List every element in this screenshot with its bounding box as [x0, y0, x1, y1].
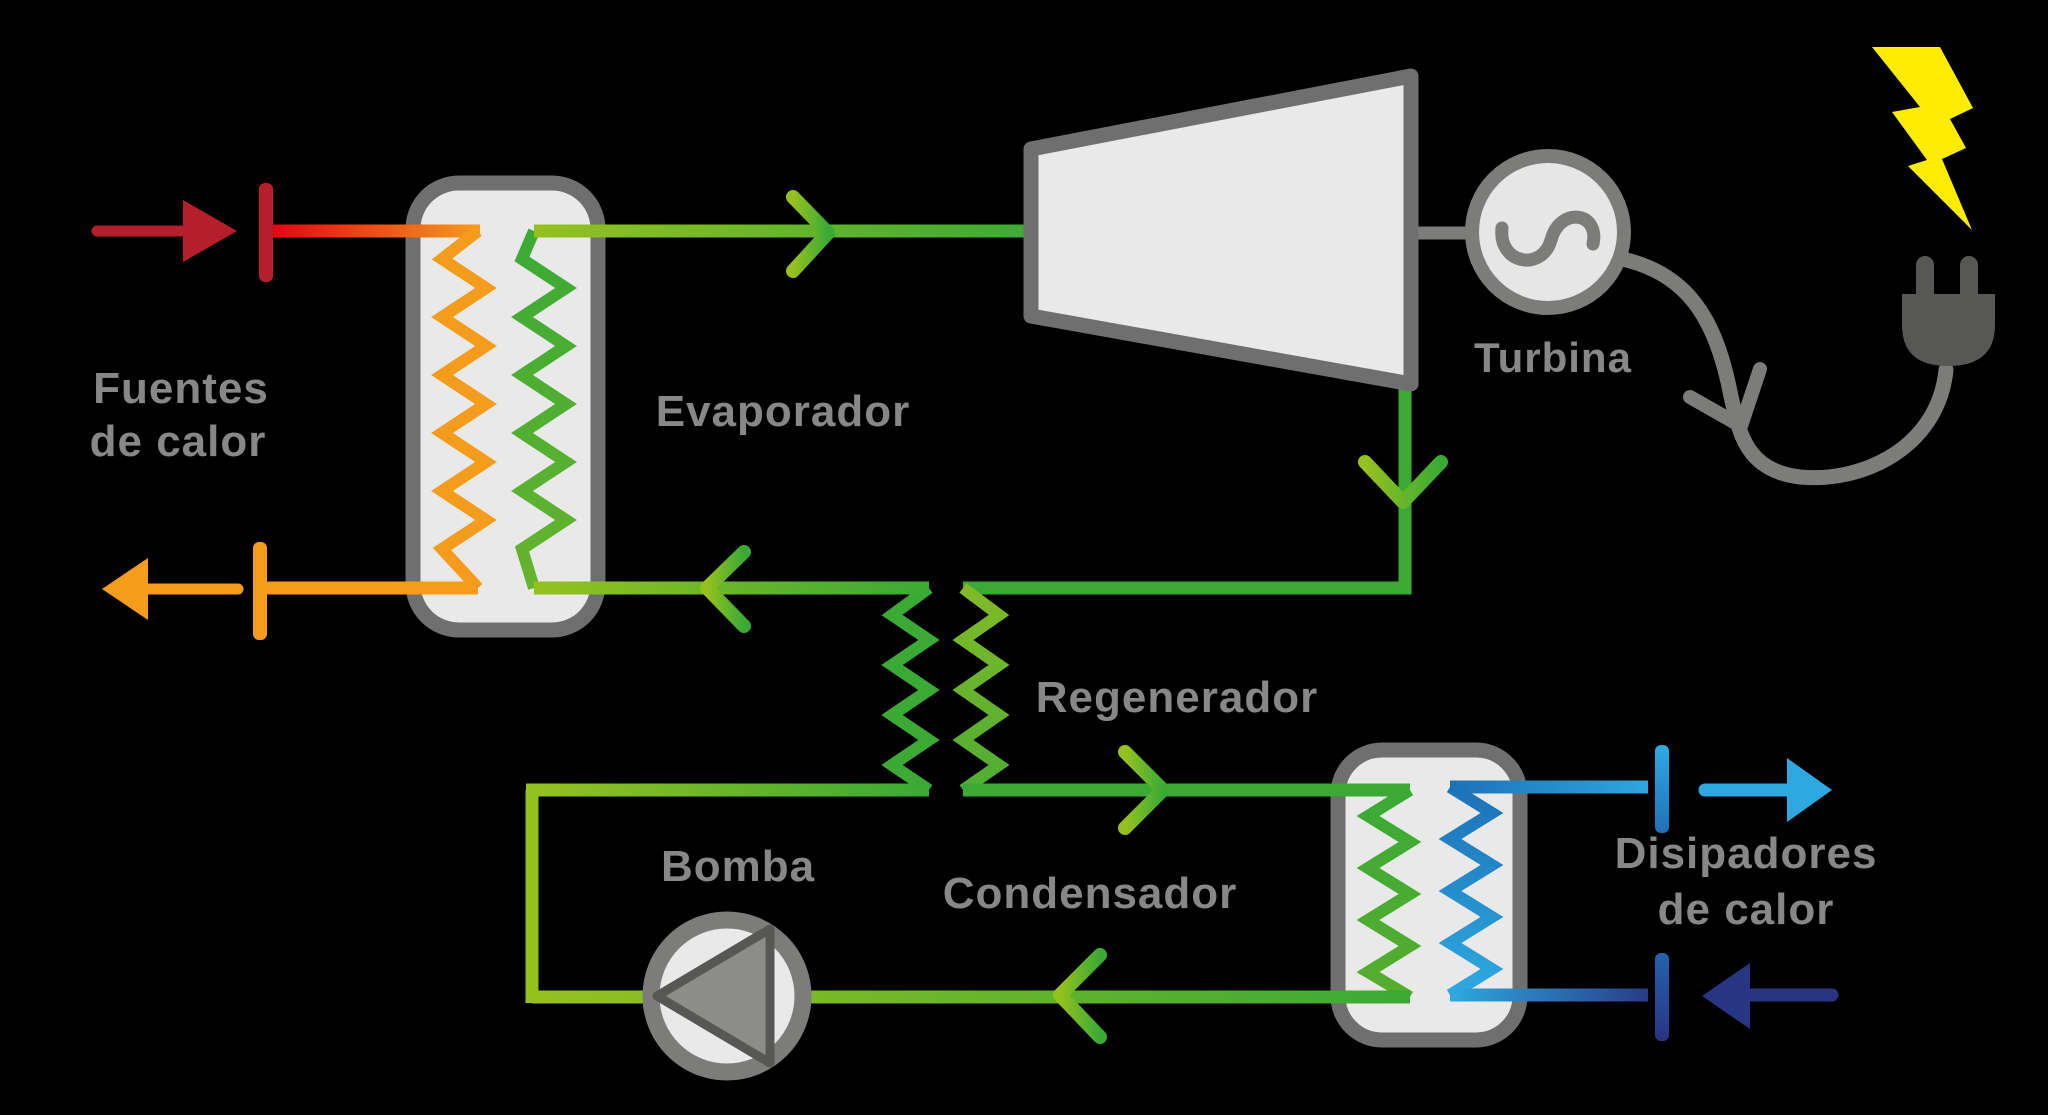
heat-source-label-line1: Fuentes	[93, 364, 269, 413]
heat-sink-circuit	[1438, 745, 1839, 1041]
flow-arrow-down-icon	[1358, 455, 1448, 509]
flow-arrow-to-evaporator-icon	[700, 545, 751, 633]
pump	[642, 911, 812, 1081]
cooling-out-boundary-tick	[1655, 745, 1669, 833]
power-plug-icon	[1902, 256, 1995, 366]
flow-arrow-to-pump-icon	[1053, 948, 1107, 1044]
turbine-body	[1023, 68, 1419, 392]
heat-in-boundary-tick	[259, 183, 273, 282]
power-flow-arrow-icon	[1683, 362, 1767, 433]
plug-prong-left	[1916, 256, 1934, 302]
cooling-in-arrowhead-icon	[1702, 963, 1750, 1029]
regenerator-hot-coil	[952, 583, 1010, 795]
pump-impeller-icon	[652, 924, 775, 1068]
turbine-label: Turbina	[1474, 334, 1632, 381]
heat-out-boundary-tick	[253, 542, 267, 640]
evaporator-hot-coil	[431, 226, 497, 593]
heat-source-label-line2: de calor	[90, 417, 267, 466]
heat-sink-label-line1: Disipadores	[1615, 829, 1878, 878]
heat-in-arrowhead-icon	[183, 200, 237, 262]
heat-source-outlet	[102, 542, 478, 640]
generator-sine-icon	[1495, 210, 1601, 267]
flow-arrow-to-condenser-icon	[1118, 745, 1170, 835]
heat-out-arrowhead-icon	[102, 558, 148, 620]
lightning-bolt-icon	[1872, 47, 1973, 230]
heat-sink-label-line2: de calor	[1658, 885, 1835, 934]
evaporator-working-fluid-coil	[511, 228, 577, 590]
flow-arrow-to-turbine-icon	[786, 190, 835, 278]
regenerator-label: Regenerador	[1036, 673, 1318, 722]
generator	[1465, 149, 1631, 315]
pipe-turbine-exhaust	[963, 380, 1412, 595]
cooling-out-arrowhead-icon	[1787, 758, 1832, 822]
cooling-in-boundary-tick	[1655, 953, 1669, 1041]
electricity-output	[1872, 47, 1995, 366]
plug-body	[1902, 294, 1995, 366]
power-cable	[1610, 250, 1954, 486]
condenser-cooling-coil	[1438, 781, 1504, 1001]
condenser-working-fluid-coil	[1356, 784, 1422, 1003]
condenser-label: Condensador	[943, 869, 1238, 918]
evaporator-label: Evaporador	[656, 387, 911, 436]
heat-source-inlet	[91, 183, 480, 282]
plug-prong-right	[1960, 256, 1978, 302]
pump-label: Bomba	[661, 842, 815, 891]
regenerator-cold-coil	[881, 583, 940, 795]
